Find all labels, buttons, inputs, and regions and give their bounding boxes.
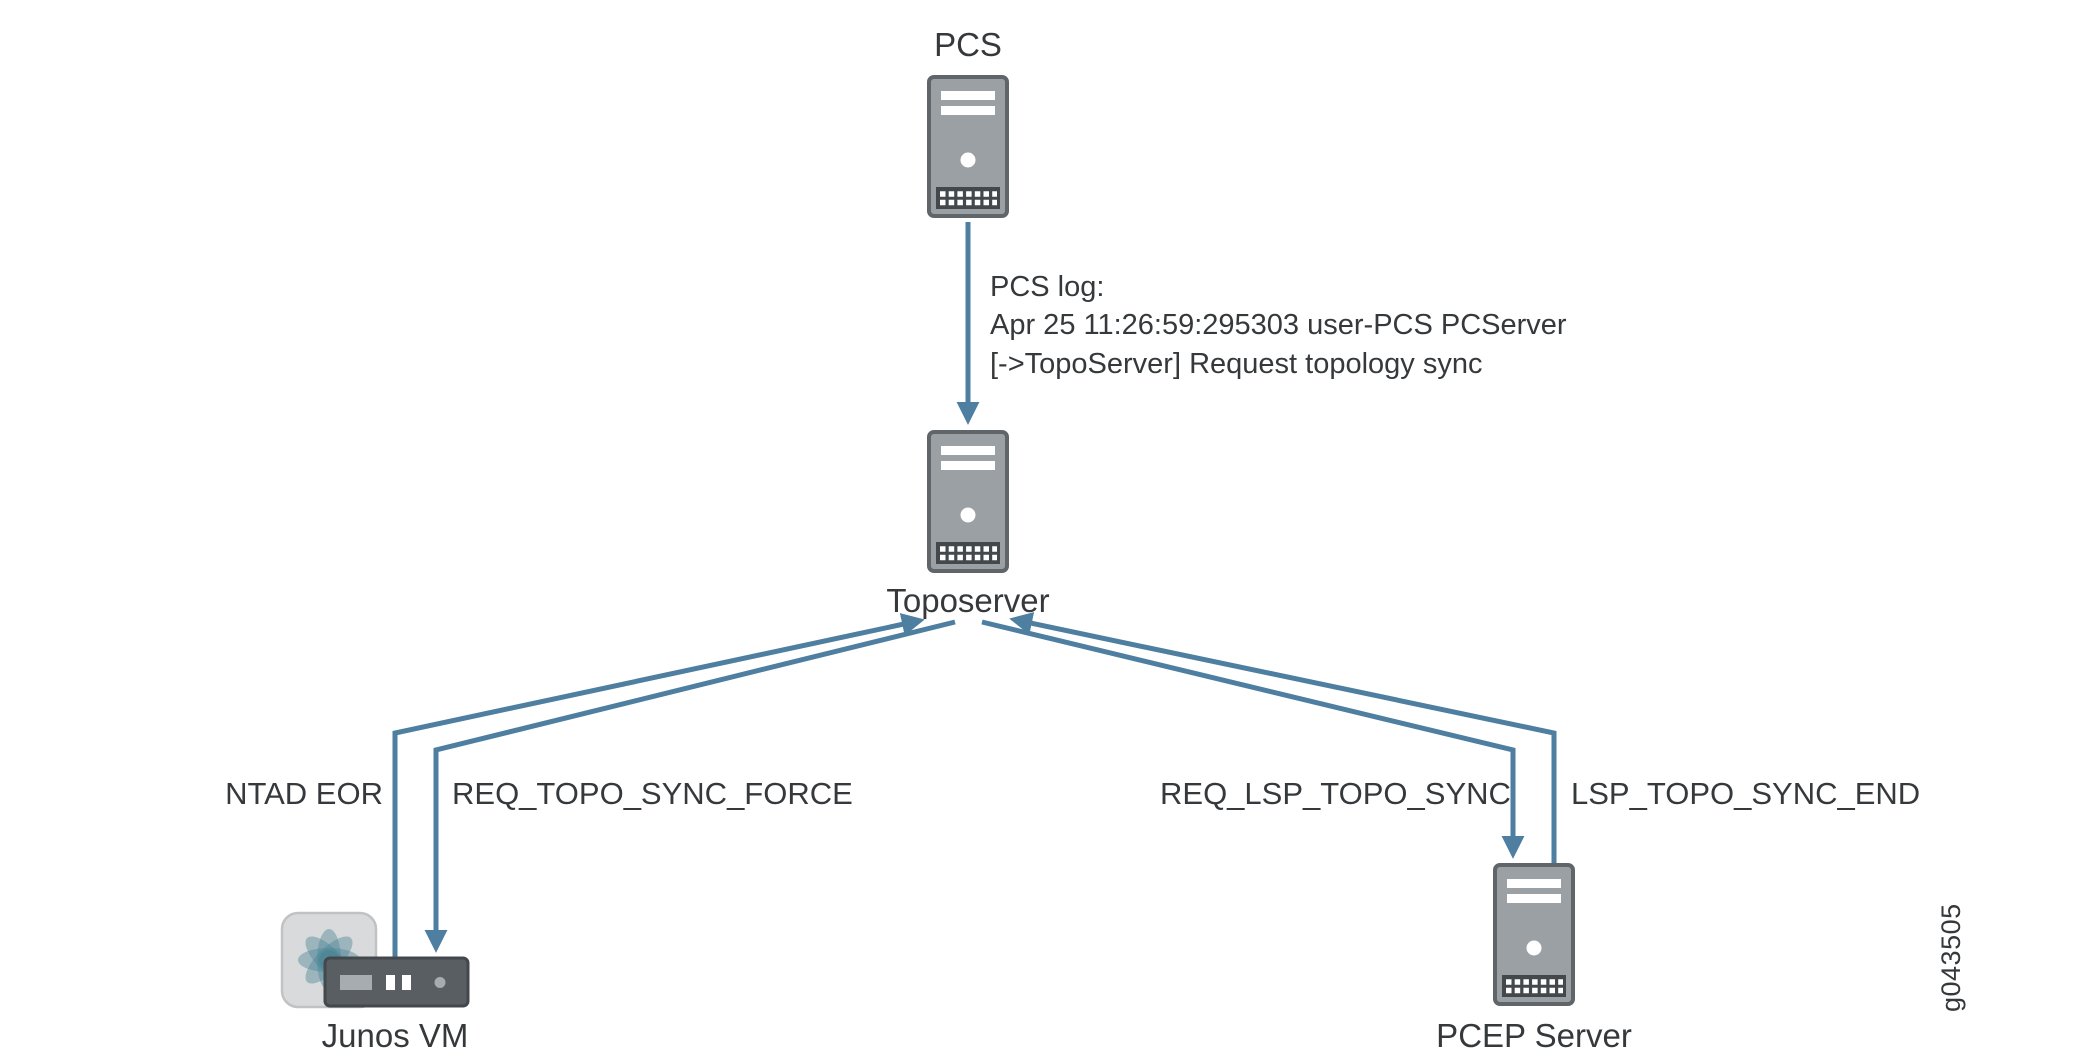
msg-req-lsp-topo-sync-label: REQ_LSP_TOPO_SYNC [1160,776,1511,811]
junos-vm-appliance-icon [323,956,470,1008]
pcs-node-label: PCS [934,26,1002,63]
msg-ntad-eor-label: NTAD EOR [225,776,383,811]
toposerver-icon [929,432,1007,571]
pcs-log-line-3: [->TopoServer] Request topology sync [990,347,1483,380]
pcs-server-icon [929,77,1007,216]
pcep-server-node-label: PCEP Server [1436,1017,1632,1054]
pcs-log-annotation: PCS log: Apr 25 11:26:59:295303 user-PCS… [990,268,1567,383]
pcs-log-line-2: Apr 25 11:26:59:295303 user-PCS PCServer [990,309,1567,342]
edge-lsp-topo-sync-end-pcep-to-toposerver [1009,612,1557,895]
toposerver-node-label: Toposerver [886,582,1050,619]
pcep-server-icon [1495,865,1573,1004]
junos-vm-node-label: Junos VM [321,1017,469,1054]
pcs-log-line-1: PCS log: [990,271,1105,303]
edge-req-lsp-topo-sync-toposerver-to-pcep [981,619,1525,859]
msg-lsp-topo-sync-end-label: LSP_TOPO_SYNC_END [1571,776,1921,811]
msg-req-topo-sync-force-label: REQ_TOPO_SYNC_FORCE [452,776,853,811]
figure-id-label: g043505 [1936,903,1966,1012]
edge-req-topo-sync-force-toposerver-to-junos [424,619,956,953]
edge-ntad-eor-junos-to-toposerver [392,613,925,985]
